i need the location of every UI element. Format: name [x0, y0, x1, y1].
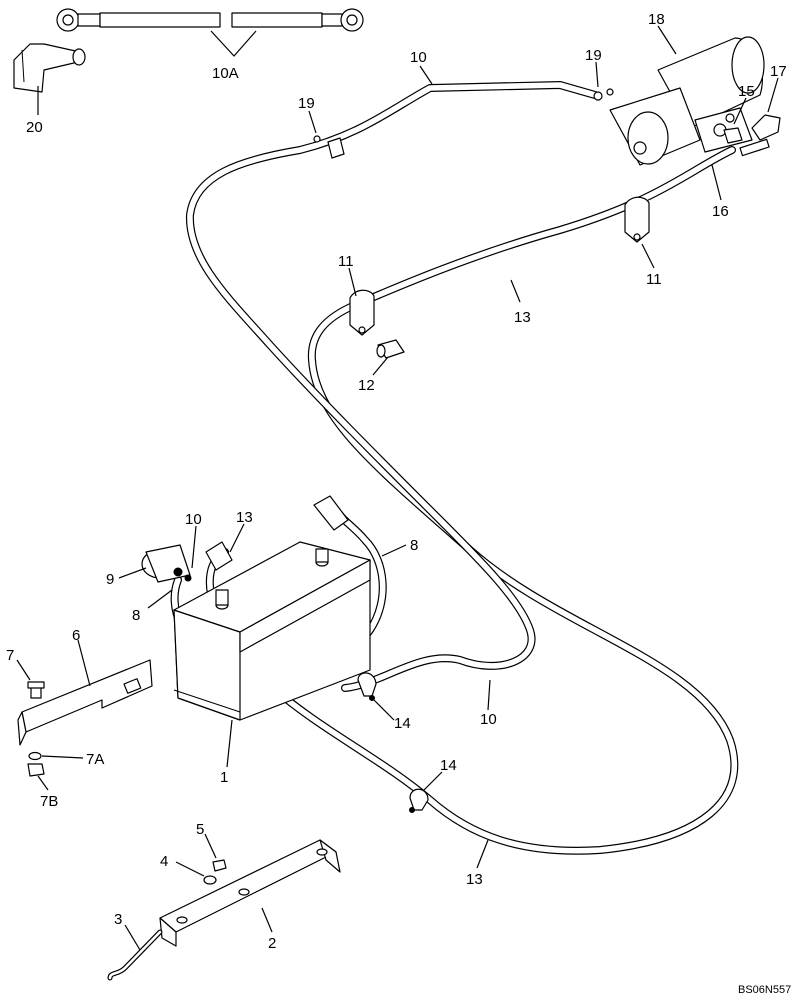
callout-10-mid: 10	[185, 511, 202, 528]
callout-10-low: 10	[480, 711, 497, 728]
callout-13-top: 13	[514, 309, 531, 326]
cable-13	[205, 146, 739, 855]
connector-cable-13	[205, 541, 233, 571]
drawing-code: BS06N557	[738, 984, 791, 996]
clamp-19-left	[313, 135, 345, 159]
callout-11-left: 11	[338, 253, 354, 270]
cable-end-19-right	[593, 88, 614, 101]
callout-1: 1	[220, 769, 228, 786]
callout-7: 7	[6, 647, 14, 664]
callout-7B: 7B	[40, 793, 58, 810]
callout-2: 2	[268, 935, 276, 952]
terminal-nut-15	[723, 127, 743, 144]
cable-10	[185, 81, 599, 692]
nut-5	[212, 859, 227, 872]
callout-4: 4	[160, 853, 168, 870]
callout-15: 15	[738, 83, 755, 100]
ground-strap-10A	[56, 8, 364, 32]
clamp-14-low	[409, 788, 429, 813]
terminal-boot-20	[13, 43, 86, 93]
washer-4	[203, 875, 217, 885]
callout-19-right: 19	[585, 47, 602, 64]
connector-cable-8	[313, 495, 349, 531]
callout-13-low: 13	[466, 871, 483, 888]
bolt-7	[27, 681, 45, 699]
battery-1	[173, 541, 371, 721]
washer-7A	[28, 751, 42, 761]
starter-motor-18	[609, 36, 765, 166]
j-bolt-3	[107, 929, 163, 981]
spacer-12	[376, 339, 405, 359]
clamp-11-right	[624, 196, 650, 243]
callout-6: 6	[72, 627, 80, 644]
callout-10A: 10A	[212, 65, 239, 82]
callout-3: 3	[114, 911, 122, 928]
callout-13-mid: 13	[236, 509, 253, 526]
callout-17: 17	[770, 63, 787, 80]
cable-end-16	[739, 138, 770, 157]
callout-18: 18	[648, 11, 665, 28]
callout-11-right: 11	[646, 271, 662, 288]
terminal-boot-17	[751, 114, 781, 141]
bracket-6	[17, 659, 153, 746]
callout-7A: 7A	[86, 751, 104, 768]
callout-9: 9	[106, 571, 114, 588]
callout-19-left: 19	[298, 95, 315, 112]
callout-5: 5	[196, 821, 204, 838]
nut-7B	[27, 763, 45, 777]
switch-9	[141, 544, 192, 583]
clamp-11-left	[349, 289, 375, 336]
hold-down-bar-2	[159, 839, 341, 947]
callout-14-low: 14	[440, 757, 457, 774]
callout-12: 12	[358, 377, 375, 394]
clamp-14-right	[357, 672, 377, 701]
callout-14-right: 14	[394, 715, 411, 732]
callout-10-top: 10	[410, 49, 427, 66]
callout-labels: 10A 20 10 19 19 18 15 17 16 11 11 13 12 …	[6, 11, 787, 952]
callout-20: 20	[26, 119, 43, 136]
callout-16: 16	[712, 203, 729, 220]
callout-8-right: 8	[410, 537, 418, 554]
leader-lines	[16, 25, 779, 951]
callout-8-left: 8	[132, 607, 140, 624]
